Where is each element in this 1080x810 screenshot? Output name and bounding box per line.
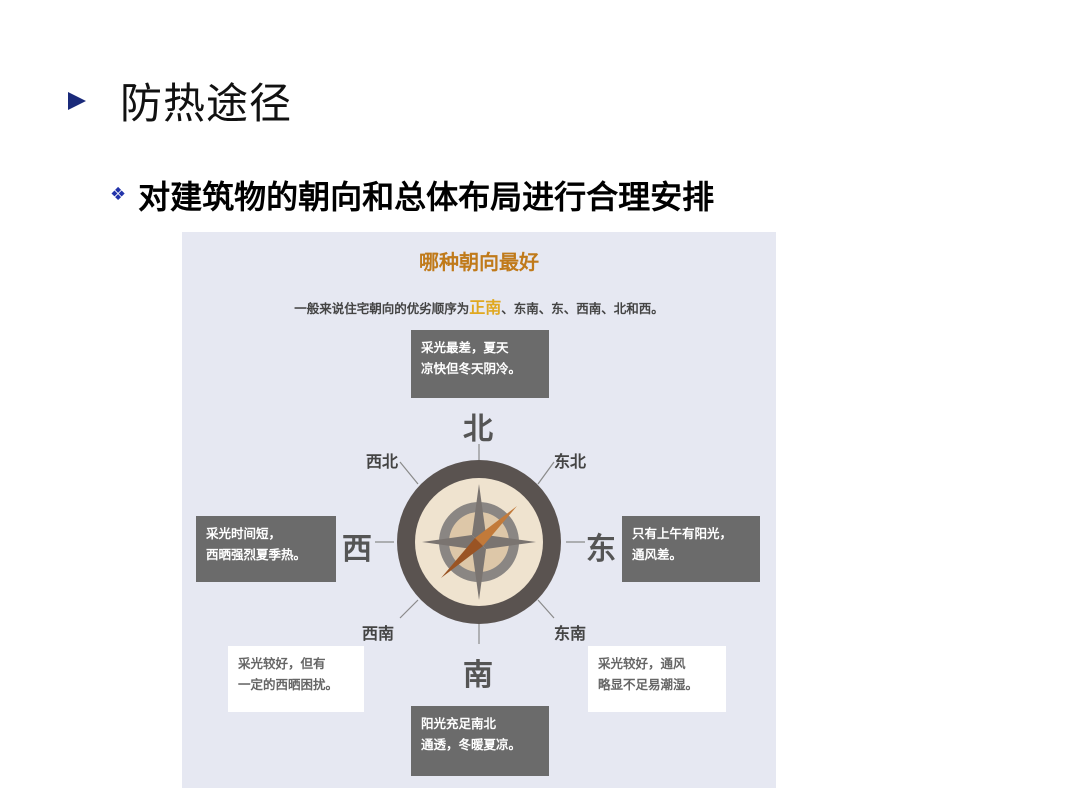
direction-north: 北 xyxy=(463,412,493,447)
arrow-bullet-icon xyxy=(68,91,86,110)
note-southwest: 采光较好，但有 一定的西晒困扰。 xyxy=(228,646,364,712)
note-north: 采光最差，夏天 凉快但冬天阴冷。 xyxy=(411,330,549,398)
subtitle-highlight: 正南 xyxy=(469,298,502,317)
note-east: 只有上午有阳光， 通风差。 xyxy=(622,516,760,582)
needle-north xyxy=(475,506,517,546)
direction-west: 西 xyxy=(342,532,372,567)
compass-guide-lines xyxy=(375,444,585,644)
direction-south: 南 xyxy=(463,658,493,693)
diamond-bullet-icon: ❖ xyxy=(110,184,127,205)
subtitle-suffix: 、东南、东、西南、北和西。 xyxy=(501,301,664,316)
direction-northeast: 东北 xyxy=(554,452,587,471)
slide-heading: 防热途径 xyxy=(68,70,292,131)
subtitle-prefix: 一般来说住宅朝向的优劣顺序为 xyxy=(294,301,470,316)
bullet-row: ❖ 对建筑物的朝向和总体布局进行合理安排 xyxy=(110,172,714,218)
direction-northwest: 西北 xyxy=(366,452,399,471)
needle-south xyxy=(441,538,483,578)
figure-subtitle: 一般来说住宅朝向的优劣顺序为正南、东南、东、西南、北和西。 xyxy=(182,294,776,318)
page-title: 防热途径 xyxy=(120,79,293,128)
note-southeast: 采光较好，通风 略显不足易潮湿。 xyxy=(588,646,726,712)
orientation-figure: 哪种朝向最好 一般来说住宅朝向的优劣顺序为正南、东南、东、西南、北和西。 xyxy=(182,232,776,788)
direction-east: 东 xyxy=(586,532,616,567)
compass-star-icon xyxy=(422,484,536,600)
direction-southwest: 西南 xyxy=(362,624,395,643)
compass-graphic xyxy=(375,444,585,644)
note-south: 阳光充足南北 通透，冬暖夏凉。 xyxy=(411,706,549,776)
bullet-text: 对建筑物的朝向和总体布局进行合理安排 xyxy=(138,178,715,216)
figure-title: 哪种朝向最好 xyxy=(419,250,539,274)
direction-southeast: 东南 xyxy=(554,624,587,643)
note-west: 采光时间短， 西晒强烈夏季热。 xyxy=(196,516,336,582)
